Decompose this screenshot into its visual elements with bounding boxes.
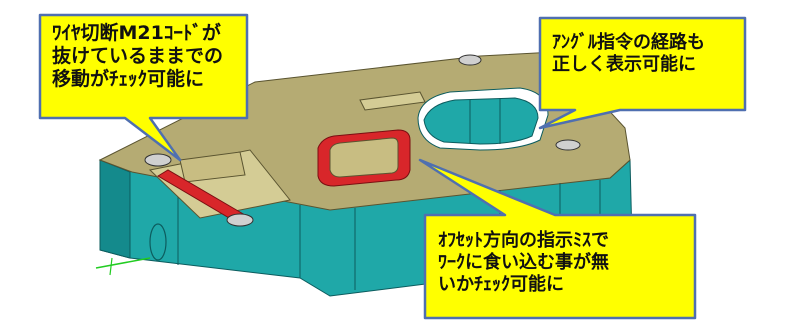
side-hole (149, 223, 167, 261)
callout-angle-path-text: ｱﾝｸﾞﾙ指令の経路も 正しく表示可能に (552, 32, 705, 76)
callout-line: 抜けているままでの (52, 45, 224, 68)
axis-line (95, 257, 151, 269)
pins (144, 54, 581, 227)
callout-line: ｱﾝｸﾞﾙ指令の経路も (552, 32, 705, 53)
center-red-pocket (317, 129, 411, 187)
raised-bar (359, 91, 426, 111)
callout-line: 移動がﾁｪｯｸ可能に (52, 68, 205, 91)
callout-offset-check-text: ｵﾌｾｯﾄ方向の指示ﾐｽで ﾜｰｸに食い込む事が無 いかﾁｪｯｸ可能に (438, 230, 609, 296)
callout-line: ﾜｰｸに食い込む事が無 (438, 251, 609, 273)
callout-line: ｵﾌｾｯﾄ方向の指示ﾐｽで (438, 230, 609, 251)
callout-line: ﾜｲﾔ切断M21ｺｰﾄﾞが (52, 22, 221, 44)
callout-wire-cut-text: ﾜｲﾔ切断M21ｺｰﾄﾞが 抜けているままでの 移動がﾁｪｯｸ可能に (52, 22, 223, 92)
callout-line: いかﾁｪｯｸ可能に (438, 273, 564, 295)
callout-line: 正しく表示可能に (552, 53, 696, 75)
